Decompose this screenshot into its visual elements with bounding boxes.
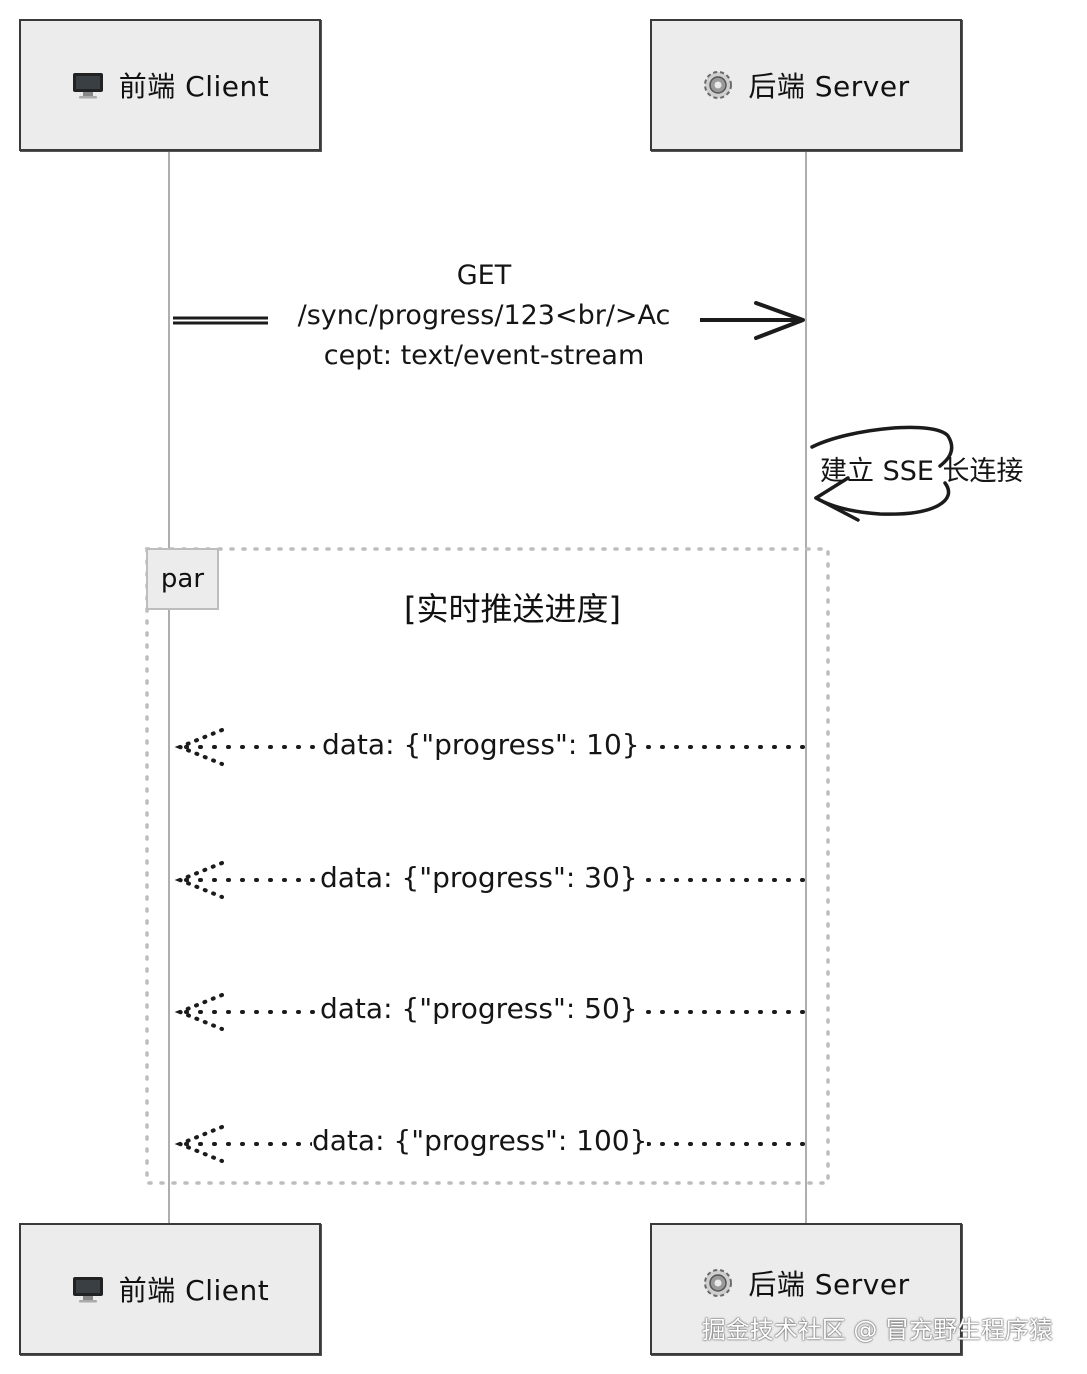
- server-actor-bottom: 后端 Server: [650, 1223, 962, 1355]
- client-label-bottom: 前端 Client: [118, 1274, 270, 1307]
- request-arrow: [173, 301, 805, 340]
- monitor-icon: [72, 73, 103, 99]
- server-label-bottom: 后端 Server: [748, 1268, 910, 1301]
- watermark-text: 掘金技术社区 @ 冒充野生程序猿: [701, 1316, 1053, 1344]
- par-frame-title: [实时推送进度]: [404, 590, 621, 628]
- request-line-1: GET: [456, 260, 512, 291]
- server-actor-top: 后端 Server: [650, 19, 962, 151]
- progress-message-label: data: {"progress": 10}: [322, 728, 640, 761]
- progress-message-label: data: {"progress": 50}: [320, 992, 638, 1025]
- server-label-top: 后端 Server: [748, 70, 910, 103]
- progress-message-label: data: {"progress": 30}: [320, 861, 638, 894]
- gear-icon: [704, 1269, 733, 1297]
- par-frame-border: [145, 547, 830, 1185]
- gear-icon: [704, 71, 733, 99]
- monitor-icon: [72, 1277, 103, 1303]
- self-message-label: 建立 SSE 长连接: [820, 456, 1024, 487]
- client-label-top: 前端 Client: [118, 70, 270, 103]
- progress-message-label: data: {"progress": 100}: [312, 1124, 648, 1157]
- request-message-label: GET /sync/progress/123<br/>Ac cept: text…: [260, 256, 708, 376]
- par-frame-tag: par: [146, 548, 219, 610]
- client-actor-bottom: 前端 Client: [19, 1223, 321, 1355]
- self-message-loop: [810, 425, 954, 522]
- request-line-2: /sync/progress/123<br/>Ac: [295, 296, 673, 336]
- request-line-3: cept: text/event-stream: [323, 340, 645, 371]
- client-actor-top: 前端 Client: [19, 19, 321, 151]
